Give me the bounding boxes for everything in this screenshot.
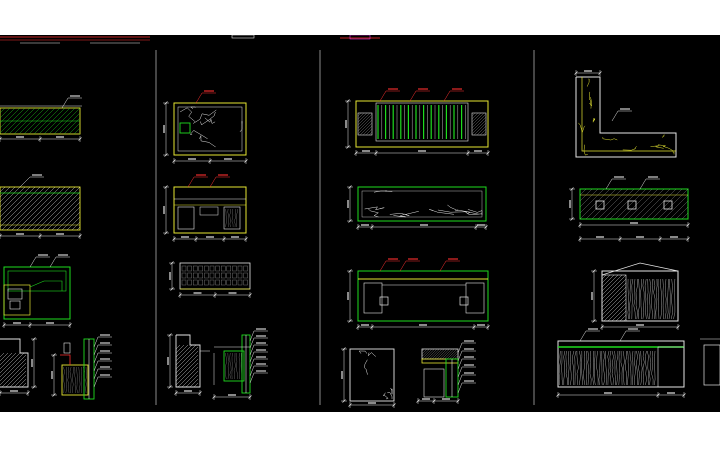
top-margin: [0, 0, 720, 35]
col1-section-a: [0, 337, 37, 396]
col3-elevation-1: [345, 88, 490, 156]
col4-plan: [574, 70, 677, 158]
col2-elevation-2: [163, 174, 248, 242]
col3-elevation-2: [347, 185, 488, 230]
column-dividers: [155, 50, 535, 405]
col3-elevation-3: [347, 258, 490, 330]
top-dimension-strip: [0, 34, 380, 44]
col1-elevation-2: [0, 174, 82, 239]
col4-elevation-2: [591, 262, 680, 330]
col2-elevation-1: [163, 90, 248, 164]
col1-detail-a: [51, 334, 112, 400]
col1-plan: [2, 254, 72, 328]
col2-elevation-3: [169, 261, 252, 298]
col3-section-a: [341, 347, 396, 408]
col4-elevation-1: [569, 176, 690, 242]
col2-section-a: [167, 333, 210, 396]
bottom-margin: [0, 412, 720, 450]
col1-elevation-1: [0, 95, 82, 142]
col2-detail-a: [212, 328, 268, 400]
cad-drawing-sheet: [0, 34, 720, 408]
drawing-canvas[interactable]: [0, 34, 720, 412]
col3-detail-a: [416, 340, 476, 404]
col4-elevation-3: [556, 328, 720, 398]
